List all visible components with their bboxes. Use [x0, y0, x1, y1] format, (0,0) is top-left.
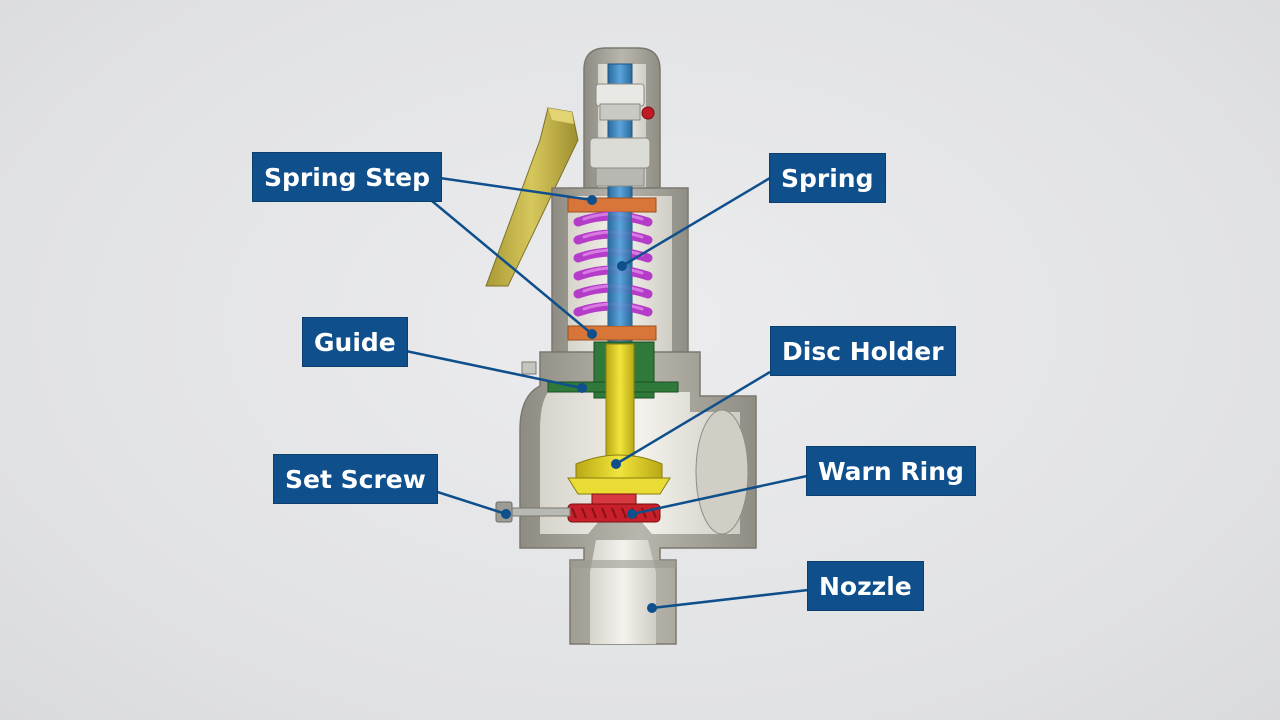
label-spring-step: Spring Step — [252, 152, 443, 202]
lever — [485, 107, 579, 287]
upper-spring-step — [567, 197, 657, 213]
leader-spring — [621, 176, 771, 268]
leader-lines — [400, 174, 809, 610]
dot-guide — [577, 383, 587, 393]
leader-disc-holder — [615, 370, 771, 466]
dot-set-screw — [501, 509, 511, 519]
valve-body — [519, 351, 757, 645]
dot-warn-ring — [627, 509, 637, 519]
leader-dots — [501, 195, 657, 613]
leader-nozzle — [651, 588, 809, 610]
body-plug — [521, 361, 537, 375]
label-disc-holder: Disc Holder — [770, 326, 956, 376]
warn-ring — [567, 493, 661, 523]
dot-spring — [617, 261, 627, 271]
label-warn-ring: Warn Ring — [806, 446, 976, 496]
leader-set-screw — [424, 486, 507, 516]
dot-nozzle — [647, 603, 657, 613]
leader-warn-ring — [631, 474, 808, 516]
label-nozzle: Nozzle — [807, 561, 924, 611]
label-guide: Guide — [302, 317, 408, 367]
dot-disc-holder — [611, 459, 621, 469]
leader-spring-step-lower — [425, 195, 593, 335]
dot-spring-step-lower — [587, 329, 597, 339]
lower-spring-step — [567, 325, 657, 341]
label-spring: Spring — [769, 153, 886, 203]
seal-pin-icon — [641, 106, 655, 120]
dot-spring-step-upper — [587, 195, 597, 205]
leader-guide — [400, 348, 583, 390]
adjusting-nuts — [589, 83, 651, 187]
leader-spring-step-upper — [425, 174, 593, 202]
label-set-screw: Set Screw — [273, 454, 438, 504]
disc-holder — [567, 343, 671, 495]
